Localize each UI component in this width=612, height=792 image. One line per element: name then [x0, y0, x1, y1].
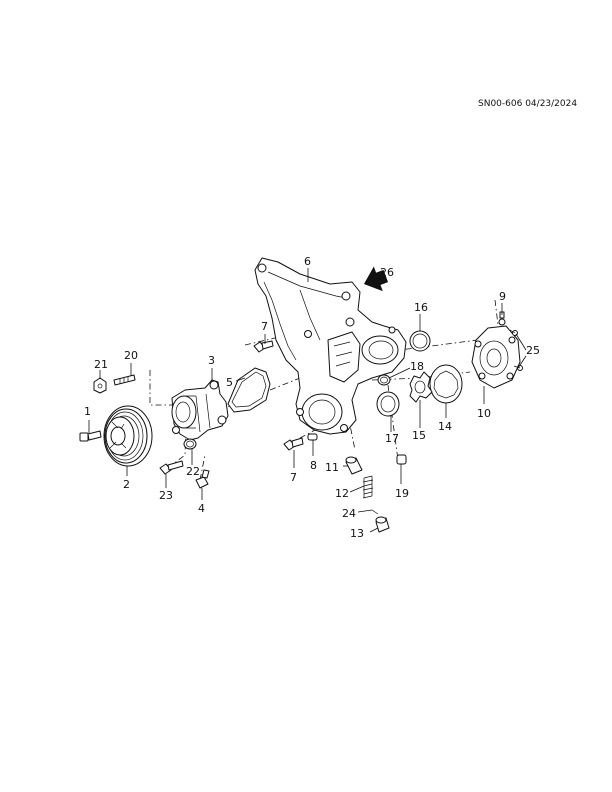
document-id: SN00-606 04/23/2024 — [478, 99, 577, 109]
callout-12: 12 — [335, 487, 349, 500]
part-stud-20 — [113, 374, 136, 386]
part-plunger-11 — [345, 456, 363, 475]
part-dowel-8 — [307, 433, 318, 441]
callout-16: 16 — [414, 301, 428, 314]
document-date: 04/23/2024 — [525, 99, 578, 109]
part-bolt-9 — [498, 311, 506, 326]
callout-23: 23 — [159, 489, 173, 502]
part-oil-pump-cover-10 — [471, 325, 521, 389]
callout-7-upper: 7 — [261, 320, 268, 333]
callout-5: 5 — [226, 376, 233, 389]
callout-11: 11 — [325, 461, 339, 474]
part-oring-18 — [377, 374, 391, 386]
callout-9: 9 — [499, 290, 506, 303]
callout-10: 10 — [477, 407, 491, 420]
callout-14: 14 — [438, 420, 452, 433]
callout-3: 3 — [208, 354, 215, 367]
callout-18: 18 — [410, 360, 424, 373]
callout-24: 24 — [342, 507, 356, 520]
part-ring-24 — [371, 509, 379, 515]
part-bolt-23 — [159, 460, 184, 475]
part-bolt-4 — [195, 469, 210, 489]
part-inner-rotor-15 — [409, 371, 433, 403]
callout-4: 4 — [198, 502, 205, 515]
part-bolt-7-upper — [253, 340, 274, 353]
callout-labels: 1 2 3 4 5 6 7 7 8 9 10 11 12 13 14 15 16… — [84, 255, 540, 540]
part-front-cover-6 — [254, 257, 407, 435]
part-water-pump-3 — [171, 379, 229, 441]
part-outer-rotor-14 — [429, 364, 463, 404]
callout-8: 8 — [310, 459, 317, 472]
callout-26: 26 — [380, 266, 394, 279]
part-nut-21 — [93, 377, 107, 394]
part-plug-19 — [396, 454, 407, 465]
callout-1: 1 — [84, 405, 91, 418]
part-seal-17 — [376, 391, 400, 417]
callout-17: 17 — [385, 432, 399, 445]
callout-7-lower: 7 — [290, 471, 297, 484]
front-direction-arrow-26 — [363, 266, 389, 292]
part-gasket-5 — [227, 367, 271, 413]
callout-15: 15 — [412, 429, 426, 442]
document-code: SN00-606 — [478, 99, 523, 109]
part-plug-13 — [375, 516, 390, 533]
callout-19: 19 — [395, 487, 409, 500]
leader-lines — [88, 268, 527, 533]
callout-25: 25 — [526, 344, 540, 357]
part-spring-12 — [362, 475, 374, 499]
callout-2: 2 — [123, 478, 130, 491]
callout-21: 21 — [94, 358, 108, 371]
part-seal-22 — [183, 438, 197, 450]
callout-20: 20 — [124, 349, 138, 362]
part-pulley-2 — [103, 405, 153, 467]
part-bolt-1 — [79, 430, 102, 442]
part-oring-16 — [409, 330, 431, 352]
callout-13: 13 — [350, 527, 364, 540]
callout-6: 6 — [304, 255, 311, 268]
callout-22: 22 — [186, 465, 200, 478]
part-bolt-7-lower — [283, 437, 304, 451]
